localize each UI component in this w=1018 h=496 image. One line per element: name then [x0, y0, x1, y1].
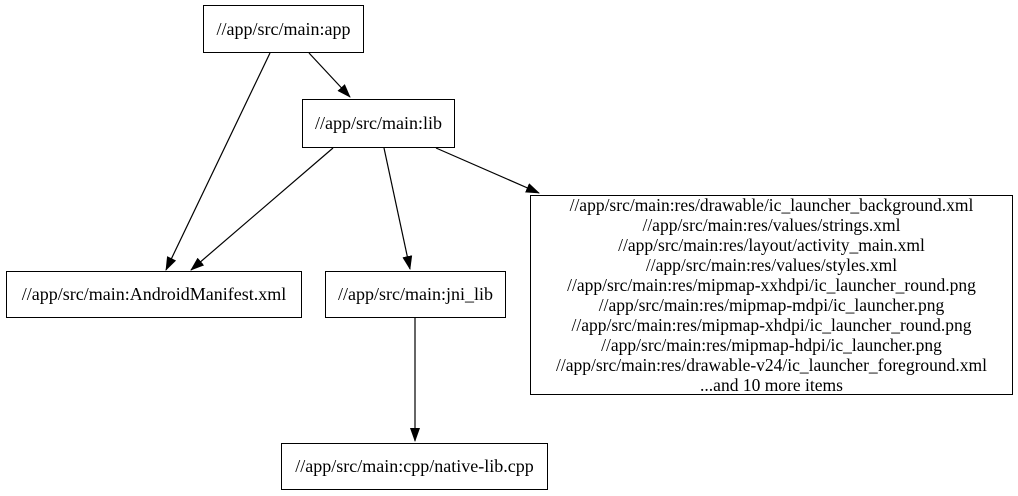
node-android-manifest: //app/src/main:AndroidManifest.xml	[6, 271, 302, 318]
resource-item: //app/src/main:res/mipmap-hdpi/ic_launch…	[601, 335, 942, 355]
node-lib: //app/src/main:lib	[302, 99, 455, 148]
edge-lib-to-android-manifest	[190, 147, 334, 271]
resource-item: //app/src/main:res/mipmap-xxhdpi/ic_laun…	[567, 275, 976, 295]
node-native-lib-cpp: //app/src/main:cpp/native-lib.cpp	[281, 443, 548, 490]
node-app: //app/src/main:app	[203, 5, 364, 53]
node-resources-group: //app/src/main:res/drawable/ic_launcher_…	[530, 195, 1013, 395]
resource-item: //app/src/main:res/values/styles.xml	[645, 255, 898, 275]
edge-app-to-android-manifest	[165, 52, 271, 271]
node-android-manifest-label: //app/src/main:AndroidManifest.xml	[21, 284, 287, 304]
resource-item: //app/src/main:res/mipmap-xhdpi/ic_launc…	[571, 315, 972, 335]
resource-item: //app/src/main:res/mipmap-mdpi/ic_launch…	[598, 295, 945, 315]
node-jni-lib: //app/src/main:jni_lib	[325, 271, 506, 318]
edge-lib-to-jni-lib	[383, 147, 413, 270]
resource-item: //app/src/main:res/drawable/ic_launcher_…	[569, 195, 974, 215]
resource-item: //app/src/main:res/drawable-v24/ic_launc…	[555, 355, 988, 375]
resource-more-items: ...and 10 more items	[700, 375, 843, 395]
node-lib-label: //app/src/main:lib	[315, 113, 442, 133]
edge-app-to-lib	[308, 52, 351, 98]
resource-item: //app/src/main:res/layout/activity_main.…	[618, 235, 925, 255]
node-native-lib-cpp-label: //app/src/main:cpp/native-lib.cpp	[295, 456, 534, 476]
resource-item: //app/src/main:res/values/strings.xml	[642, 215, 901, 235]
node-app-label: //app/src/main:app	[216, 18, 351, 39]
node-jni-lib-label: //app/src/main:jni_lib	[338, 284, 493, 304]
edge-lib-to-resources-group	[435, 147, 540, 194]
